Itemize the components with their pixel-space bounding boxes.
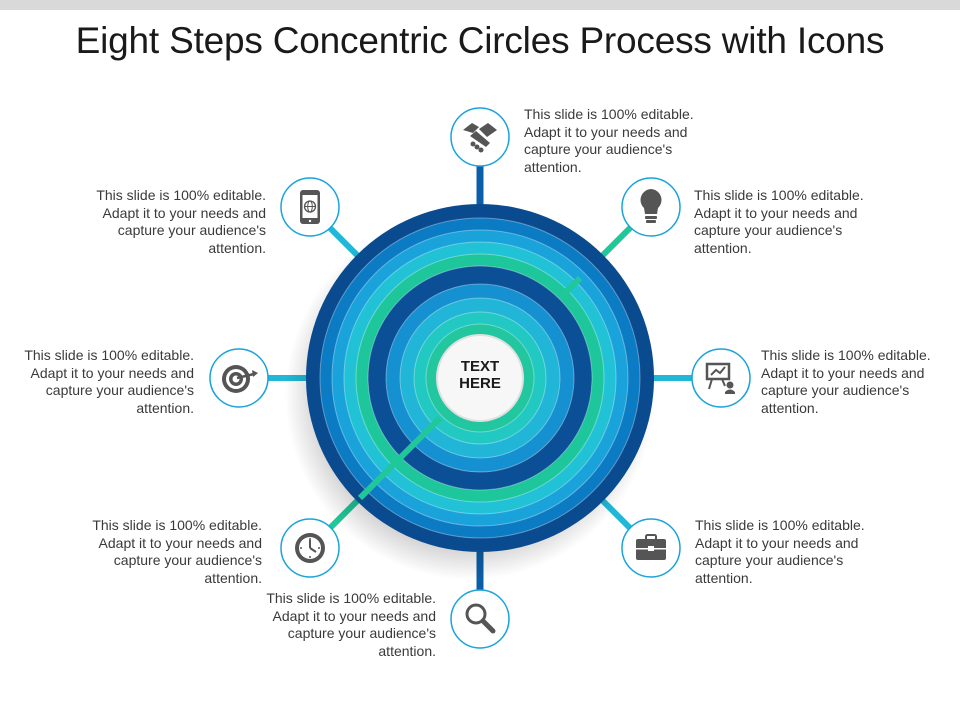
step-2-text: This slide is 100% editable. Adapt it to…	[694, 187, 864, 256]
mobile-globe-icon	[300, 190, 320, 224]
step-1-icon-circle	[450, 107, 510, 167]
center-label-line-2: HERE	[459, 375, 501, 392]
step-7-text: This slide is 100% editable. Adapt it to…	[24, 347, 194, 416]
slide-title: Eight Steps Concentric Circles Process w…	[75, 20, 885, 61]
clock-icon	[295, 533, 325, 563]
step-3-text: This slide is 100% editable. Adapt it to…	[761, 347, 931, 416]
connector-overlay-6	[357, 415, 443, 501]
step-4-icon-circle	[621, 518, 681, 578]
step-6-icon-circle	[280, 518, 340, 578]
step-3-icon-circle	[691, 348, 751, 408]
step-8-text: This slide is 100% editable. Adapt it to…	[96, 187, 266, 256]
lightbulb-icon	[640, 189, 662, 223]
connector-overlay-2	[557, 275, 583, 301]
handshake-icon	[463, 123, 497, 153]
center-label-line-1: TEXT	[460, 358, 500, 375]
center-circle	[436, 334, 524, 422]
target-icon	[222, 365, 258, 393]
step-5-text: This slide is 100% editable. Adapt it to…	[266, 590, 436, 659]
step-7-icon-circle	[209, 348, 269, 408]
icon-circles	[209, 107, 751, 649]
step-5-icon-circle	[450, 589, 510, 649]
search-icon	[465, 603, 496, 634]
step-8-icon-circle	[280, 177, 340, 237]
step-6-text: This slide is 100% editable. Adapt it to…	[92, 517, 262, 586]
step-1-text: This slide is 100% editable. Adapt it to…	[524, 106, 694, 175]
center-label: TEXT HERE	[440, 358, 520, 392]
step-4-text: This slide is 100% editable. Adapt it to…	[695, 517, 865, 586]
top-bar	[0, 0, 960, 10]
step-2-icon-circle	[621, 177, 681, 237]
briefcase-icon	[636, 534, 666, 560]
presentation-icon	[705, 362, 735, 394]
